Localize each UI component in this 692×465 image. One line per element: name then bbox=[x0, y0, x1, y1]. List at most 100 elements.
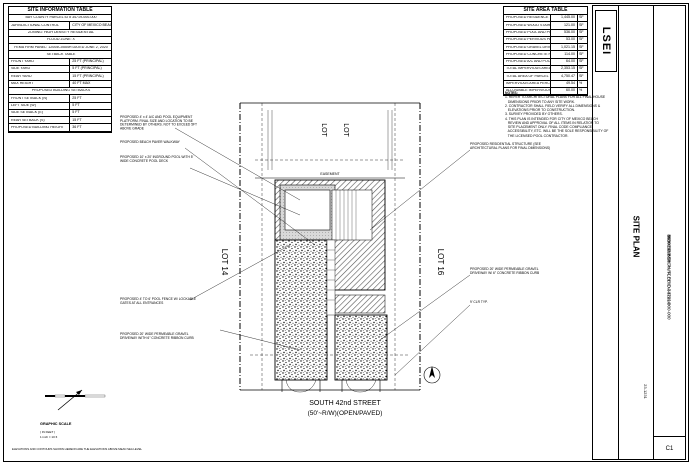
gravel-driveway-left bbox=[274, 239, 328, 381]
site-info-value: 25 FT bbox=[69, 95, 111, 102]
site-info-key: BAY COUNTY PARCEL ID # 34719-000-000 bbox=[25, 16, 97, 20]
site-area-unit: SF bbox=[577, 51, 587, 58]
callout-line: PROPOSED 4' x 4' A/C AND POOL EQUIPMENT bbox=[120, 115, 192, 119]
site-area-value: 64.00 bbox=[550, 58, 577, 66]
logo-box: LSEI bbox=[595, 10, 617, 72]
project-number-wrap: 23-1231 bbox=[638, 366, 652, 416]
site-area-unit: SF bbox=[577, 29, 587, 36]
site-info-key: ZONING: HIGH DENSITY RESIDENTIAL bbox=[27, 30, 95, 34]
project-parcel: BAY COUNTY PARCEL ID 34719-000-000 bbox=[666, 234, 672, 320]
lot-16-label: LOT 16 bbox=[436, 249, 445, 276]
site-info-row: SIDE SETBACK (E) 5 FT bbox=[9, 109, 111, 118]
company-logo: LSEI bbox=[600, 26, 613, 56]
title-divider-1 bbox=[618, 6, 619, 459]
site-area-key: TOTAL IMPERVIOUS AREA bbox=[506, 67, 551, 71]
site-info-row: REAR SETBACK (S) 15 FT bbox=[9, 117, 111, 125]
site-area-value: 1,445.00 bbox=[550, 15, 577, 22]
site-info-value: CITY OF MEXICO BEACH bbox=[69, 22, 111, 29]
site-info-row: BAY COUNTY PARCEL ID # 34719-000-000 bbox=[9, 15, 111, 23]
callout-leaders bbox=[174, 127, 471, 376]
callout-line: PROPOSED BEACH PAVER WALKWAY bbox=[120, 140, 181, 144]
site-area-unit: SF bbox=[577, 36, 587, 44]
callout-line: ARCHITECTURAL PLANS FOR FINAL DIMENSIONS… bbox=[470, 146, 550, 150]
callout-line: WIDE CONCRETE POOL DECK bbox=[120, 159, 169, 163]
graphic-scale-label: GRAPHIC SCALE bbox=[40, 422, 72, 426]
callout-line: PROPOSED 20' WIDE PERMEABLE GRAVEL bbox=[470, 267, 539, 271]
site-area-key: PROPOSED RESIDENCE bbox=[506, 16, 549, 20]
callout-walkway: PROPOSED BEACH PAVER WALKWAY bbox=[120, 140, 181, 144]
site-area-unit: SF bbox=[577, 73, 587, 80]
site-info-value: 15 FT bbox=[69, 117, 111, 124]
site-info-key: FRONT YARD bbox=[11, 60, 34, 64]
site-area-value: 1,021.15 bbox=[550, 44, 577, 51]
site-info-value: 25 FT (PRINCIPAL) bbox=[69, 58, 111, 66]
note-line: THE LICENSED POOL CONTRACTOR. bbox=[505, 133, 569, 138]
site-info-value: 15 FT (PRINCIPAL) bbox=[69, 73, 111, 80]
site-area-unit: SF bbox=[577, 22, 587, 29]
site-info-key: PROPOSED BUILDING SETBACKS bbox=[31, 89, 91, 93]
site-info-value: 40 FT MAX bbox=[69, 80, 111, 87]
left-apron bbox=[281, 380, 321, 392]
street-row: (50'~R/W)(OPEN/PAVED) bbox=[308, 410, 383, 417]
site-area-value: 114.00 bbox=[550, 51, 577, 58]
compass-rose-icon bbox=[57, 389, 83, 411]
project-number: 23-1231 bbox=[642, 383, 648, 399]
site-area-value: 2,353.15 bbox=[550, 66, 577, 73]
site-info-key: SIDE YARD bbox=[11, 67, 31, 71]
site-info-key: SIDE SETBACK (E) bbox=[11, 111, 43, 115]
gravel-driveway-right bbox=[334, 314, 388, 381]
site-area-key: PROPOSED PERVIOUS PAVER WALKWAY bbox=[506, 38, 551, 42]
callout-line: 9' CLR TYP. bbox=[470, 300, 488, 304]
lot-top-left-label: LOT bbox=[320, 123, 327, 137]
site-area-key: PROPOSED WOOD STAIR/LANDING bbox=[506, 23, 551, 27]
notes-heading: NOTES: bbox=[505, 91, 518, 95]
site-info-key: REAR YARD bbox=[11, 74, 32, 78]
site-info-key: REAR SETBACK (S) bbox=[11, 118, 45, 122]
bottom-note: ELEVATIONS AND CONTOURS SHOWN HEREON ARE… bbox=[12, 447, 143, 451]
site-area-key: PROPOSED GRAVEL DRIVEWAYS bbox=[506, 45, 551, 49]
site-area-unit: SF bbox=[577, 66, 587, 73]
site-area-key: IMPERVIOUS AREA PERCENTAGE bbox=[506, 82, 550, 86]
site-area-key: ALLOWABLE IMPERVIOUS AREA bbox=[506, 89, 551, 93]
site-info-row: FRONT SETBACK (N)25 FT bbox=[9, 95, 111, 103]
note-line: SITE PLACEMENT ONLY. FINAL CODE COMPLIAN… bbox=[505, 125, 593, 129]
sheet-title-wrap: SITE PLAN bbox=[619, 156, 653, 316]
site-area-key: PROPOSED POOL AND POOL DECK bbox=[506, 30, 551, 34]
callout-line: PROPOSED 20' WIDE PERMEABLE GRAVEL bbox=[120, 332, 189, 336]
site-info-key: FEMA FIRM PANEL: 12005C0554H DATED JUNE … bbox=[14, 45, 108, 49]
note-line: DIMENSIONS PRIOR TO ANY SITE WORK. bbox=[505, 99, 576, 104]
site-area-value: 121.00 bbox=[550, 22, 577, 29]
callout-line: PROPOSED 10' x 20' INGROUND POOL WITH 5' bbox=[120, 155, 194, 159]
pool bbox=[284, 189, 331, 231]
site-area-unit: SF bbox=[577, 15, 587, 22]
right-apron bbox=[341, 380, 381, 392]
property-lines bbox=[239, 102, 421, 391]
site-info-value: 5 FT bbox=[69, 109, 111, 117]
site-info-row: REAR YARD 15 FT (PRINCIPAL) bbox=[9, 73, 111, 81]
title-divider-2 bbox=[653, 6, 654, 459]
walkway bbox=[326, 239, 336, 316]
site-info-row: FLOOD ZONE: X bbox=[9, 37, 111, 45]
callout-line: PLATFORM. FINAL SIZE AND LOCATION TO BE bbox=[120, 119, 194, 123]
callout-line: PROPOSED RESIDENTIAL STRUCTURE (SEE bbox=[470, 142, 542, 146]
site-information-table: SITE INFORMATION TABLE BAY COUNTY PARCEL… bbox=[8, 6, 112, 133]
callout-fence: PROPOSED 4' TO 6' POOL FENCE W/ LOCKABLE… bbox=[120, 297, 197, 305]
note-line: 3. SURVEY PROVIDED BY OTHERS. bbox=[505, 112, 563, 117]
site-area-unit: SF bbox=[577, 58, 587, 66]
site-area-row: PROPOSED A/C AND POOL EQUIP. PLATFORM64.… bbox=[504, 58, 587, 67]
north-arrow bbox=[423, 366, 441, 384]
address-wrap: 3500 HWY 98 MEXICO BEACH, FLORIDA 32410 … bbox=[653, 156, 685, 320]
